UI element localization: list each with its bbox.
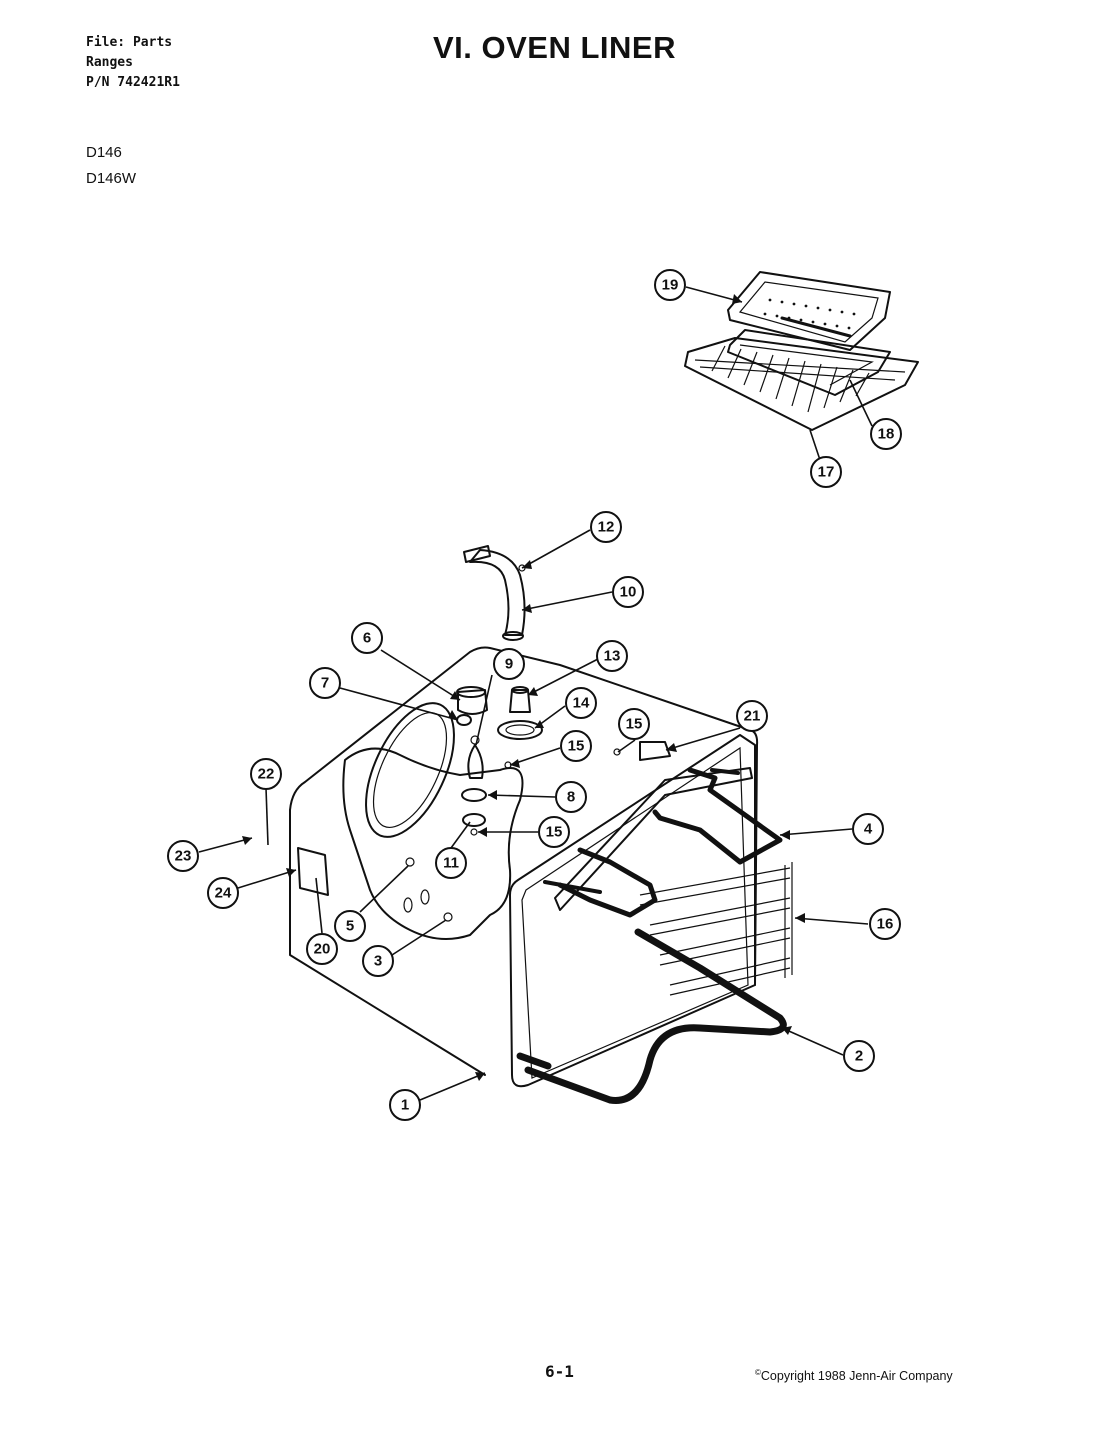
- callout-22: 22: [250, 758, 282, 790]
- callout-15-low: 15: [538, 816, 570, 848]
- callout-label: 18: [878, 426, 895, 443]
- callout-label: 14: [573, 695, 590, 712]
- callout-label: 12: [598, 519, 615, 536]
- callout-3: 3: [362, 945, 394, 977]
- callout-9: 9: [493, 648, 525, 680]
- bake-element: [516, 928, 787, 1104]
- callout-12: 12: [590, 511, 622, 543]
- callout-16: 16: [869, 908, 901, 940]
- page-title: VI. OVEN LINER: [433, 30, 676, 65]
- broiler-rack-illustration: [684, 271, 919, 431]
- callout-1: 1: [389, 1089, 421, 1121]
- copyright-notice: ©Copyright 1988 Jenn-Air Company: [755, 1368, 953, 1383]
- callout-13: 13: [596, 640, 628, 672]
- callout-label: 15: [626, 716, 643, 733]
- callout-19: 19: [654, 269, 686, 301]
- model-item: D146: [86, 144, 122, 161]
- callout-15-mid: 15: [560, 730, 592, 762]
- callout-label: 6: [363, 630, 371, 647]
- callout-21: 21: [736, 700, 768, 732]
- callout-label: 3: [374, 953, 382, 970]
- file-info-block: File: Parts Ranges P/N 742421R1: [86, 33, 180, 93]
- callout-label: 22: [258, 766, 275, 783]
- top-components: [456, 686, 740, 836]
- callout-label: 2: [855, 1048, 863, 1065]
- page-number: 6-1: [545, 1362, 574, 1381]
- model-item: D146W: [86, 170, 137, 187]
- callout-6: 6: [351, 622, 383, 654]
- callout-7: 7: [309, 667, 341, 699]
- rack-slides: [639, 862, 793, 996]
- callout-label: 4: [864, 821, 873, 838]
- callout-label: 21: [744, 708, 761, 725]
- category-line: Ranges: [86, 55, 133, 70]
- copyright-symbol: ©: [755, 1368, 761, 1377]
- callout-label: 17: [818, 464, 835, 481]
- callout-label: 8: [567, 789, 575, 806]
- callout-18: 18: [870, 418, 902, 450]
- callout-label: 23: [175, 848, 192, 865]
- callout-24: 24: [207, 877, 239, 909]
- callout-14: 14: [565, 687, 597, 719]
- part-number-line: P/N 742421R1: [86, 75, 180, 90]
- file-line: File: Parts: [86, 35, 173, 50]
- oven-liner-body: [289, 646, 759, 1088]
- callout-label: 1: [401, 1097, 409, 1114]
- callout-10: 10: [612, 576, 644, 608]
- callout-label: 7: [321, 675, 329, 692]
- vent-tube-assembly: [463, 545, 526, 641]
- model-list: D146 D146W: [86, 140, 136, 192]
- callout-5: 5: [334, 910, 366, 942]
- broil-element: [543, 767, 783, 918]
- callout-label: 9: [505, 656, 513, 673]
- callout-11: 11: [435, 847, 467, 879]
- callout-label: 20: [314, 941, 331, 958]
- callout-label: 19: [662, 277, 679, 294]
- callout-label: 15: [546, 824, 563, 841]
- callout-label: 16: [877, 916, 894, 933]
- callout-8: 8: [555, 781, 587, 813]
- copyright-text: Copyright 1988 Jenn-Air Company: [760, 1369, 953, 1384]
- callout-23: 23: [167, 840, 199, 872]
- callout-label: 10: [620, 584, 637, 601]
- callout-label: 24: [215, 885, 232, 902]
- callout-15-top: 15: [618, 708, 650, 740]
- callout-label: 13: [604, 648, 621, 665]
- callout-4: 4: [852, 813, 884, 845]
- callout-label: 15: [568, 738, 585, 755]
- callout-20: 20: [306, 933, 338, 965]
- leader-lines: [198, 286, 873, 1101]
- callout-2: 2: [843, 1040, 875, 1072]
- callout-label: 5: [346, 918, 354, 935]
- callout-17: 17: [810, 456, 842, 488]
- callout-label: 11: [443, 855, 459, 872]
